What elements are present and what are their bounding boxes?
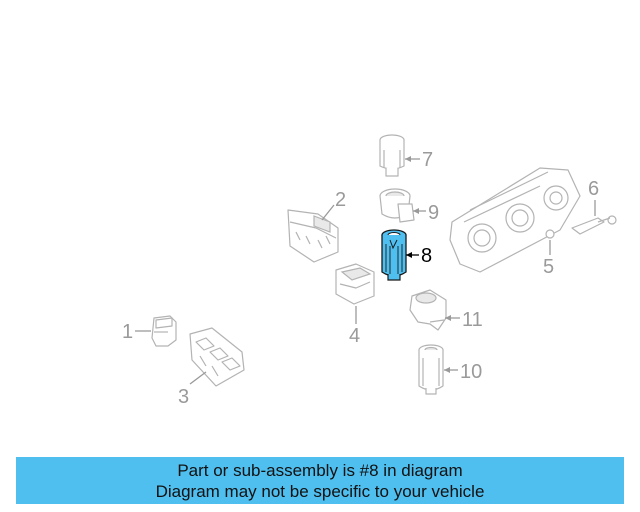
part-7-lighter-plug (379, 134, 405, 177)
banner-line-disclaimer: Diagram may not be specific to your vehi… (155, 482, 485, 501)
callout-3: 3 (178, 386, 189, 408)
part-8-power-socket (381, 229, 407, 281)
leader-3 (189, 371, 207, 385)
callout-1: 1 (122, 321, 133, 343)
callout-8: 8 (421, 245, 432, 267)
part-5-climate-control-panel (449, 167, 581, 273)
arrow-9 (413, 208, 419, 214)
arrow-7 (405, 156, 411, 162)
callout-10: 10 (460, 361, 482, 383)
part-1-knob (151, 315, 177, 347)
part-2-switch-block (287, 209, 339, 263)
leader-2 (321, 204, 335, 221)
part-3-switch-panel (189, 327, 245, 387)
callout-4: 4 (349, 325, 360, 347)
part-info-banner: Part or sub-assembly is #8 in diagram Di… (16, 457, 624, 504)
callout-5: 5 (543, 256, 554, 278)
part-6-screw (571, 215, 617, 235)
callout-9: 9 (428, 202, 439, 224)
arrow-8 (406, 252, 412, 258)
part-9-socket-bezel (379, 188, 415, 223)
part-10-lighter-socket (418, 344, 444, 395)
part-4-square-switch (335, 263, 375, 305)
arrow-11 (445, 315, 451, 321)
part-11-socket-housing (409, 289, 447, 331)
callout-2: 2 (335, 189, 346, 211)
callout-11: 11 (462, 309, 483, 331)
callout-6: 6 (588, 178, 599, 200)
callout-7: 7 (422, 149, 433, 171)
banner-line-part: Part or sub-assembly is #8 in diagram (177, 461, 463, 480)
arrow-10 (444, 367, 450, 373)
